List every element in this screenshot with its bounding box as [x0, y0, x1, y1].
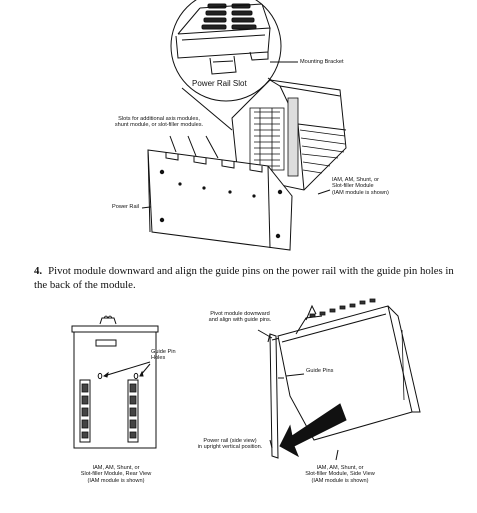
mounting-bracket-label: Mounting Bracket [300, 59, 344, 65]
module-connectors [249, 97, 299, 177]
power-rail-plate [147, 149, 293, 251]
guide-pin-hole-left [97, 372, 103, 380]
guide-pin-hole-right [133, 372, 139, 380]
module-label: IAM, AM, Shunt, or Slot-filler Module (I… [332, 177, 389, 196]
pivot-label: Pivot module downward and align with gui… [208, 311, 272, 324]
power-rail-slot-label: Power Rail Slot [192, 79, 247, 88]
top-figure-drawing [141, 0, 347, 251]
rear-view-module [71, 315, 159, 449]
guide-pin-holes-label: Guide Pin Holes [151, 349, 176, 362]
vent-slots [201, 3, 257, 30]
step-number: 4. [34, 265, 43, 277]
side-view-module [257, 298, 421, 461]
side-view-label: IAM, AM, Shunt, or Slot-filler Module, S… [305, 465, 375, 484]
power-rail-side-label: Power rail (side view) in upright vertic… [197, 438, 263, 451]
pivot-arrow [279, 403, 347, 458]
rear-view-label: IAM, AM, Shunt, or Slot-filler Module, R… [80, 465, 152, 484]
guide-pins-label: Guide Pins [306, 368, 334, 374]
power-rail-side [269, 333, 279, 459]
power-rail-label: Power Rail [112, 204, 140, 210]
step-instruction: 4.Pivot module downward and align the gu… [34, 265, 464, 292]
step-text: Pivot module downward and align the guid… [34, 265, 454, 291]
rail-slot-tabs [165, 152, 263, 173]
slots-label: Slots for additional axis modules, shunt… [114, 116, 204, 129]
